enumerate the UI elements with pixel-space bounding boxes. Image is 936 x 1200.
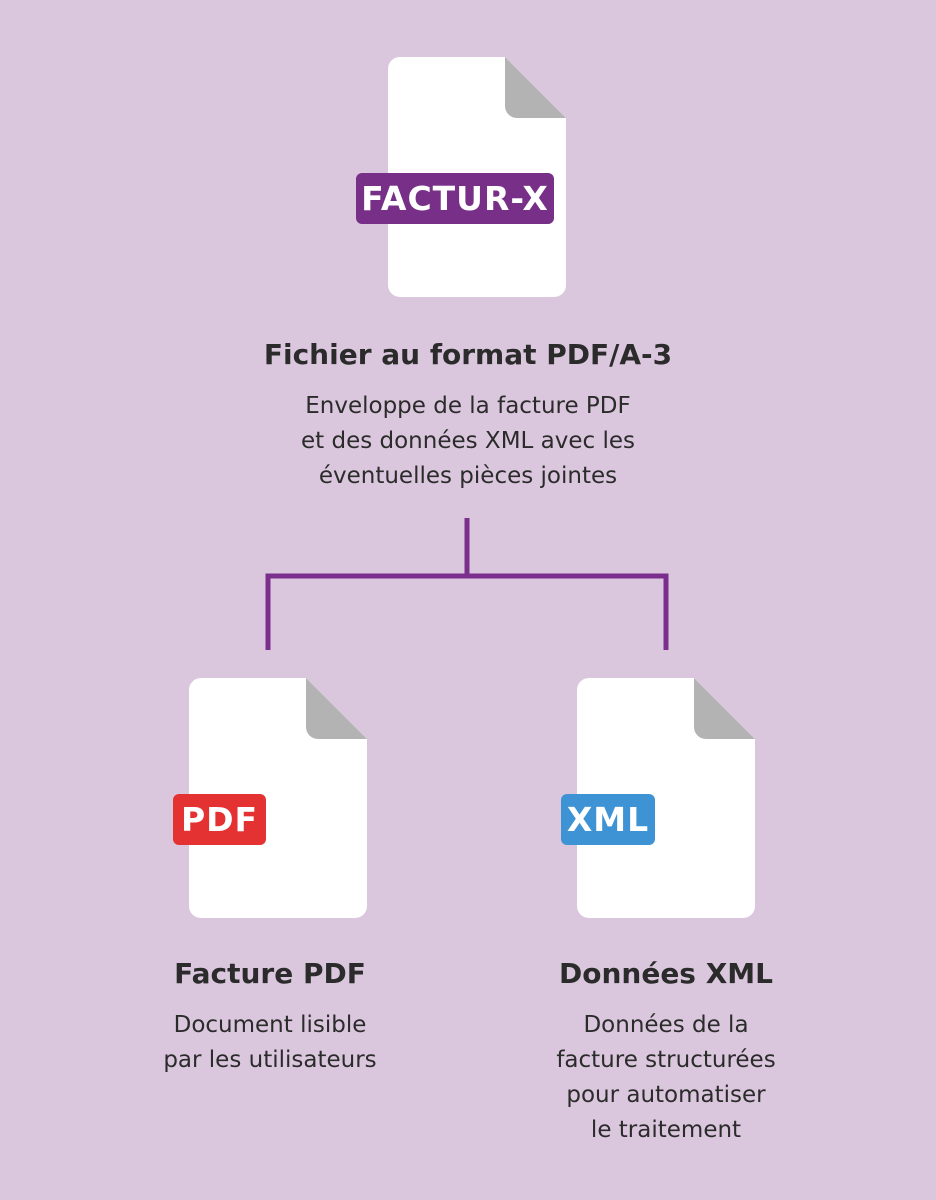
xml-badge: XML bbox=[561, 794, 655, 845]
xml-file-icon bbox=[577, 678, 755, 918]
pdf-badge: PDF bbox=[173, 794, 266, 845]
top-title: Fichier au format PDF/A-3 bbox=[263, 338, 673, 371]
desc-line: Données de la bbox=[583, 1012, 749, 1038]
pdf-file-icon bbox=[189, 678, 367, 918]
desc-line: et des données XML avec les bbox=[300, 428, 636, 454]
desc-line: facture structurées bbox=[556, 1047, 776, 1073]
desc-line: par les utilisateurs bbox=[163, 1047, 377, 1073]
right-title: Données XML bbox=[558, 957, 774, 990]
top-description: Enveloppe de la facture PDF et des donné… bbox=[301, 389, 635, 494]
facturx-badge: FACTUR-X bbox=[356, 173, 554, 224]
left-description: Document lisible par les utilisateurs bbox=[163, 1008, 376, 1078]
desc-line: pour automatiser bbox=[566, 1082, 766, 1108]
desc-line: le traitement bbox=[590, 1117, 742, 1143]
right-description: Données de la facture structurées pour a… bbox=[556, 1008, 775, 1148]
left-title: Facture PDF bbox=[174, 957, 366, 990]
desc-line: Enveloppe de la facture PDF bbox=[305, 393, 631, 419]
desc-line: Document lisible bbox=[173, 1012, 367, 1038]
desc-line: éventuelles pièces jointes bbox=[318, 463, 618, 489]
